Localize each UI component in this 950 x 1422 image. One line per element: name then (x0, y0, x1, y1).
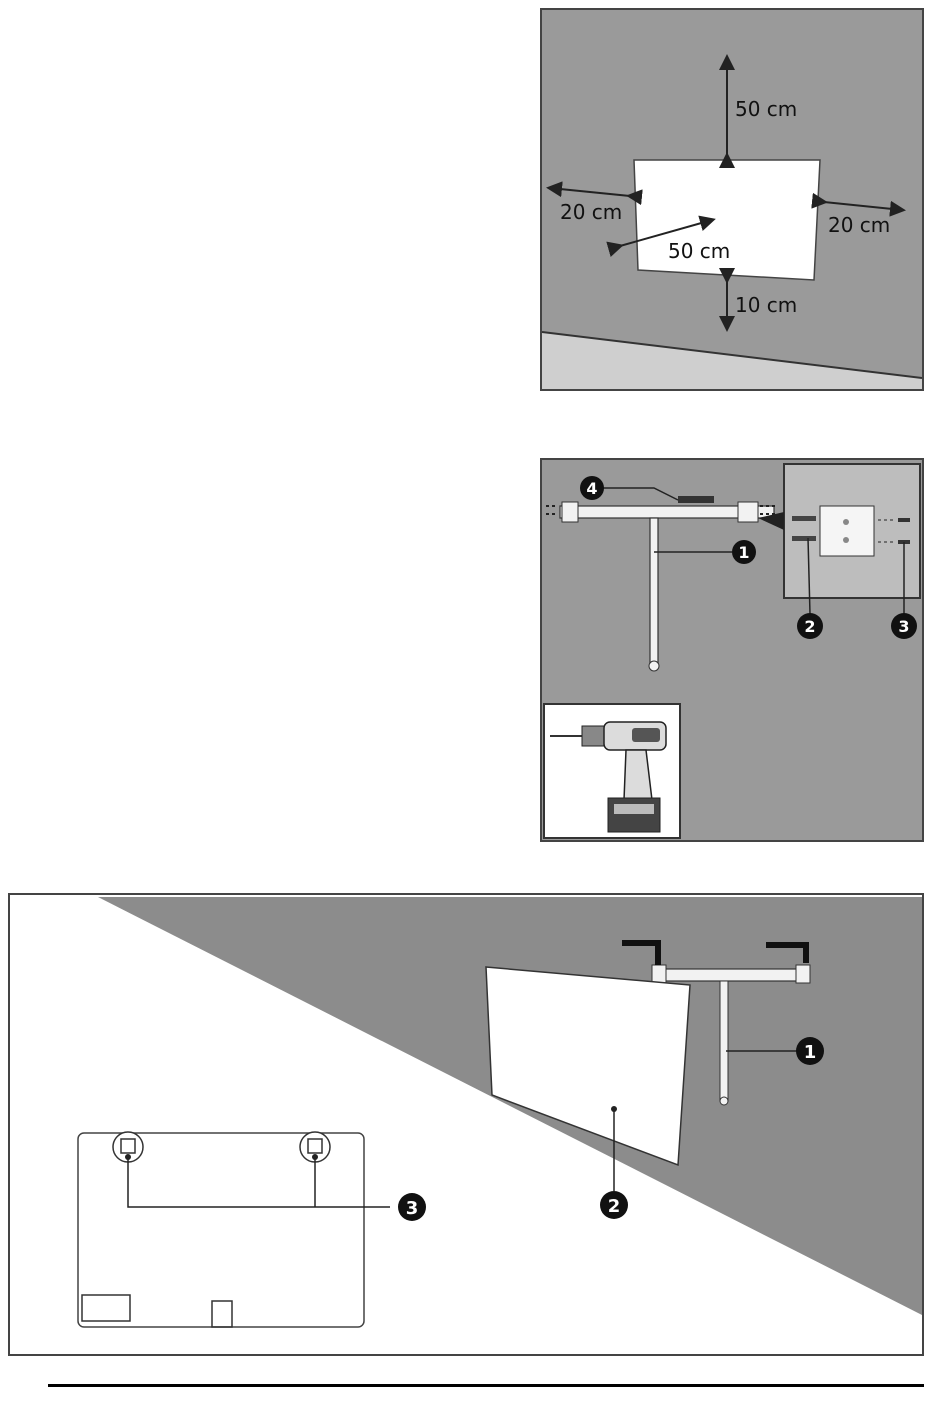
callout-2-label: 2 (608, 1196, 621, 1217)
callout-4-label: 4 (586, 479, 597, 498)
heater-back-view (78, 1133, 364, 1327)
label-depth: 50 cm (668, 239, 730, 263)
label-bottom: 10 cm (735, 293, 797, 317)
spacer-template (720, 981, 728, 1101)
floor (542, 332, 922, 389)
detail-plug-top (792, 516, 816, 521)
arrow-left (550, 188, 630, 196)
bracket-end-left (562, 502, 578, 522)
label-left: 20 cm (560, 200, 622, 224)
callout-3-label: 3 (898, 617, 909, 636)
callout-1-label: 1 (804, 1042, 817, 1063)
spacer-template (650, 518, 658, 668)
wall-bracket (658, 969, 808, 981)
detail-plug-bottom (792, 536, 816, 541)
callout-1-label: 1 (738, 543, 749, 562)
arrow-right (824, 202, 902, 210)
label-top: 50 cm (735, 97, 797, 121)
detail-bracket (820, 506, 874, 556)
clearance-diagram: 50 cm 20 cm 20 cm 50 cm 10 cm (540, 8, 924, 391)
bracket-end-right (738, 502, 758, 522)
label-right: 20 cm (828, 213, 890, 237)
bracket-diagram: 4 1 2 3 (540, 458, 924, 842)
clearance-drawing: 50 cm 20 cm 20 cm 50 cm 10 cm (542, 10, 922, 389)
mounting-diagram: 1 2 3 (8, 893, 924, 1356)
footer-rule (48, 1384, 924, 1387)
detail-screw-top (898, 518, 910, 522)
callout-3-label: 3 (406, 1198, 419, 1219)
mounting-drawing: 1 2 3 (10, 895, 922, 1354)
callout-2-label: 2 (804, 617, 815, 636)
bracket-drawing: 4 1 2 3 (542, 460, 922, 840)
spirit-level (678, 496, 714, 503)
